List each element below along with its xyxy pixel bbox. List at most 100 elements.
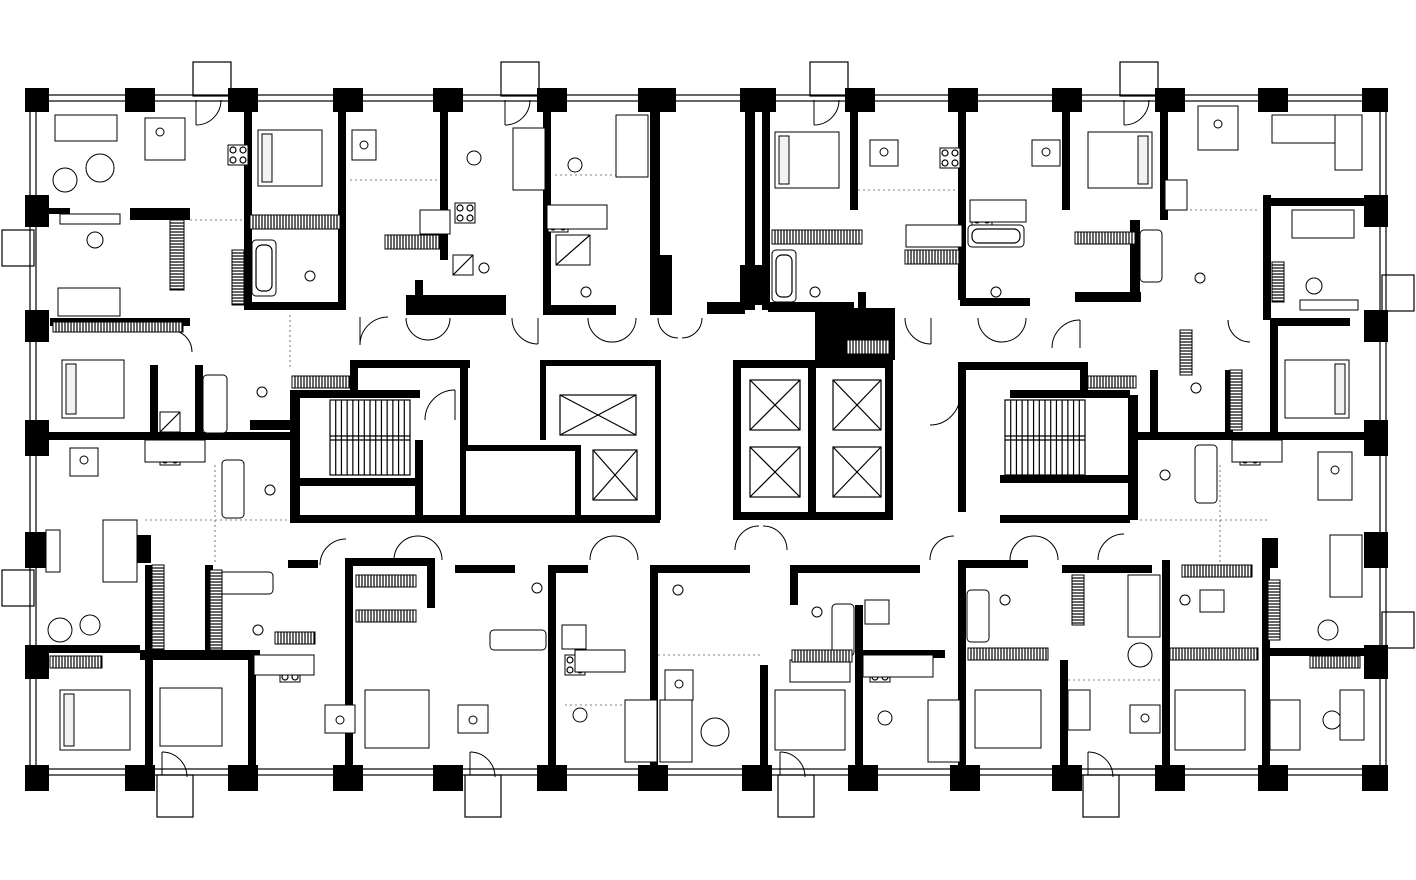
toilet-icon: [1190, 382, 1202, 394]
wardrobe-icon: [1229, 369, 1243, 431]
wardrobe-icon: [231, 249, 245, 306]
door-swing-icon: [977, 317, 1027, 343]
door-swing-icon: [813, 99, 840, 126]
wardrobe-icon: [169, 219, 185, 291]
bathtub-icon: [967, 224, 1025, 248]
stove-icon: [227, 144, 249, 166]
bathtub-icon: [771, 249, 797, 303]
bed-icon: [364, 689, 430, 749]
doors: [161, 99, 1251, 778]
sofa-icon: [624, 699, 693, 763]
elevator-shafts: [559, 379, 882, 501]
toilet-icon: [478, 262, 490, 274]
wardrobe-icon: [1071, 574, 1085, 626]
door-swing-icon: [587, 317, 637, 343]
shower-icon: [159, 411, 181, 433]
door-swing-icon: [1097, 533, 1125, 561]
wardrobe-icon: [355, 609, 417, 623]
bed-icon: [1269, 699, 1301, 751]
door-swing-icon: [1123, 99, 1150, 126]
sofa-icon: [1271, 114, 1363, 171]
bathtub-icon: [489, 629, 547, 651]
wardrobe-icon: [1267, 579, 1281, 641]
bed-icon: [1291, 209, 1355, 239]
door-swing-icon: [319, 535, 419, 566]
dining-table-icon: [69, 447, 99, 477]
sofa-icon: [54, 114, 118, 142]
bathtub-icon: [251, 239, 277, 297]
wardrobe-group: [49, 214, 1361, 669]
door-swing-icon: [929, 535, 1059, 561]
door-swing-icon: [469, 751, 496, 778]
elevator-cross-icon: [832, 379, 882, 431]
wardrobe-icon: [846, 339, 890, 355]
door-swing-icon: [1087, 751, 1114, 778]
sofa-icon: [615, 114, 649, 178]
bed-icon: [1174, 689, 1246, 751]
bathtub-icon: [966, 589, 990, 643]
bed-icon: [1284, 359, 1350, 419]
staircase-right: [1004, 399, 1086, 476]
wardrobe-icon: [1181, 564, 1253, 578]
elevator-cross-icon: [592, 449, 638, 501]
shower-icon: [561, 624, 587, 650]
wardrobe-icon: [771, 229, 863, 245]
bathtub-icon: [1194, 444, 1218, 504]
bed-icon: [159, 687, 223, 747]
toilet-icon: [1179, 594, 1191, 606]
bathtub-icon: [221, 459, 245, 519]
door-swing-icon: [169, 319, 1251, 353]
toilet-icon: [809, 286, 821, 298]
wardrobe-icon: [52, 321, 184, 333]
door-swing-icon: [161, 751, 188, 778]
bed-icon: [774, 131, 840, 189]
wardrobe-icon: [209, 569, 223, 651]
stove-icon: [939, 147, 961, 169]
balconies: [1, 61, 1415, 818]
toilet-icon: [811, 606, 823, 618]
toilet-icon: [999, 594, 1011, 606]
bathtub-icon: [831, 603, 855, 657]
furniture: [45, 105, 1365, 763]
wardrobe-icon: [791, 649, 853, 663]
bed-icon: [774, 689, 846, 751]
zone-lines: [145, 174, 1270, 706]
door-swing-icon: [904, 317, 932, 345]
shower-icon: [1199, 589, 1225, 613]
wardrobe-icon: [291, 375, 351, 389]
wardrobe-icon: [1271, 261, 1285, 303]
door-swing-icon: [1051, 319, 1081, 349]
wardrobe-icon: [49, 655, 103, 669]
door-swing-icon: [405, 317, 451, 341]
toilet-icon: [990, 286, 1002, 298]
fixtures: [144, 144, 1283, 731]
door-swing-icon: [424, 389, 456, 421]
door-swing-icon: [929, 394, 961, 426]
door-swing-icon: [734, 525, 788, 551]
door-swing-icon: [195, 99, 222, 126]
wardrobe-icon: [1087, 375, 1137, 389]
toilet-icon: [304, 270, 316, 282]
door-swing-icon: [511, 317, 539, 345]
bed-icon: [1087, 131, 1153, 189]
dining-table-icon: [144, 117, 186, 161]
wardrobe-icon: [151, 564, 165, 651]
stove-group: [159, 144, 1261, 721]
elevator-cross-icon: [749, 446, 801, 498]
door-swing-icon: [417, 535, 443, 561]
bathtub-icon: [214, 571, 274, 595]
sofa-icon: [927, 699, 961, 763]
wardrobe-icon: [1169, 647, 1259, 661]
door-swing-icon: [779, 751, 806, 778]
toilet-icon: [531, 582, 543, 594]
bed-icon: [61, 359, 125, 419]
perimeter-columns: [25, 88, 1388, 791]
toilet-icon: [256, 386, 268, 398]
toilet-icon: [1194, 272, 1206, 284]
wardrobe-icon: [1179, 329, 1193, 376]
toilet-icon: [672, 584, 684, 596]
elevator-cross-icon: [559, 394, 637, 436]
door-swing-icon: [504, 99, 531, 126]
dining-table-icon: [1129, 704, 1161, 734]
